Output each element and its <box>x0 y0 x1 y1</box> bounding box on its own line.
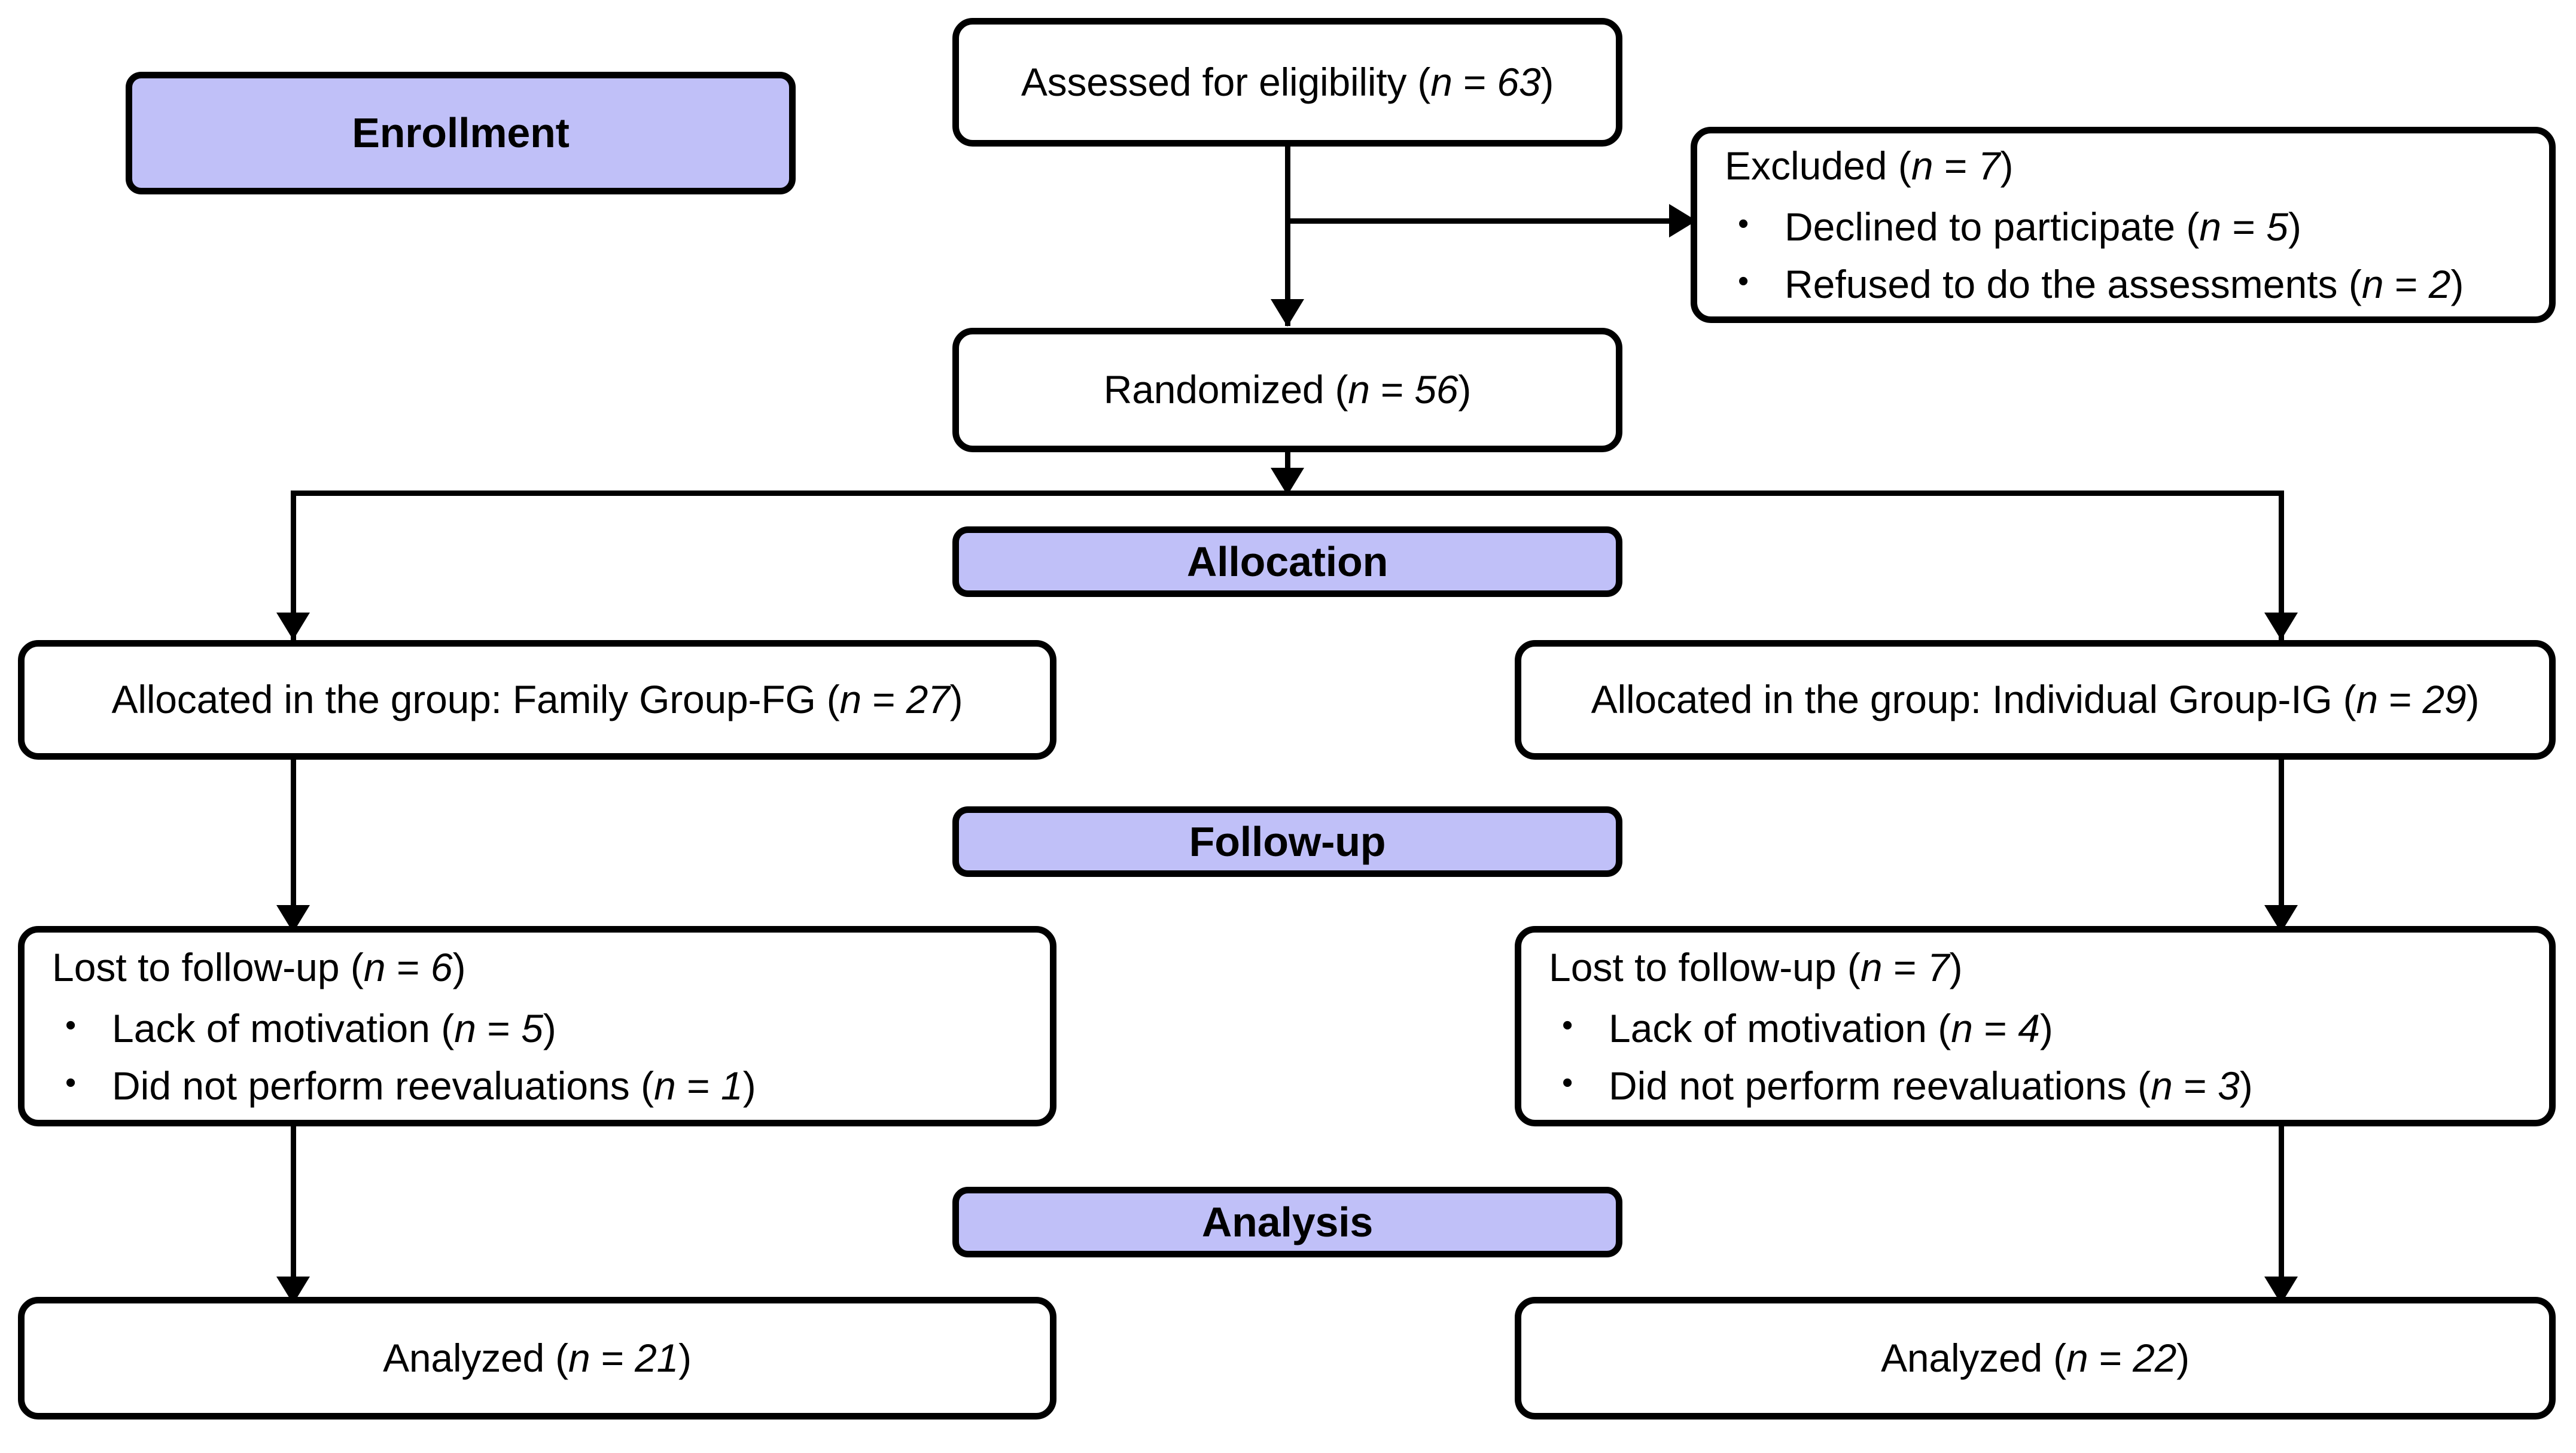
connector-allocation-to-followup-left <box>291 760 296 933</box>
connector-split-to-allocation-right <box>2279 491 2284 640</box>
lost-followup-right-reason-item: • Did not perform reevaluations (n = 3) <box>1549 1063 2537 1108</box>
assessed-for-eligibility-text: Assessed for eligibility (n = 63) <box>1021 59 1554 104</box>
node-allocated-family-group: Allocated in the group: Family Group-FG … <box>18 640 1056 760</box>
allocated-individual-group-text: Allocated in the group: Individual Group… <box>1591 677 2480 722</box>
excluded-reason-text: Declined to participate (n = 5) <box>1785 205 2301 249</box>
lost-followup-left-reason-item: • Lack of motivation (n = 5) <box>52 1006 1038 1051</box>
bullet-icon: • <box>1562 1007 1573 1043</box>
bullet-icon: • <box>1738 264 1749 298</box>
node-analyzed-left: Analyzed (n = 21) <box>18 1297 1056 1420</box>
node-randomized: Randomized (n = 56) <box>952 328 1622 452</box>
lost-followup-left-reason-item: • Did not perform reevaluations (n = 1) <box>52 1063 1038 1108</box>
arrowhead-allocation-right <box>2264 613 2298 640</box>
lost-followup-right-reason-text: Did not perform reevaluations (n = 3) <box>1609 1063 2253 1108</box>
stage-label-analysis-text: Analysis <box>1201 1198 1374 1245</box>
lost-followup-left-reason-text: Did not perform reevaluations (n = 1) <box>112 1063 756 1108</box>
lost-followup-right-body: Lost to follow-up (n = 7) • Lack of moti… <box>1521 945 2549 1108</box>
analyzed-left-text: Analyzed (n = 21) <box>383 1335 692 1380</box>
lost-followup-right-heading: Lost to follow-up (n = 7) <box>1549 945 1963 989</box>
excluded-reason-item: • Refused to do the assessments (n = 2) <box>1725 261 2537 307</box>
lost-followup-left-body: Lost to follow-up (n = 6) • Lack of moti… <box>25 945 1050 1108</box>
node-lost-to-followup-left: Lost to follow-up (n = 6) • Lack of moti… <box>18 926 1056 1126</box>
stage-label-analysis: Analysis <box>952 1187 1622 1257</box>
lost-followup-right-reason-item: • Lack of motivation (n = 4) <box>1549 1006 2537 1051</box>
excluded-reason-text: Refused to do the assessments (n = 2) <box>1785 262 2464 306</box>
arrowhead-allocation-left <box>276 613 310 640</box>
node-assessed-for-eligibility: Assessed for eligibility (n = 63) <box>952 18 1622 147</box>
excluded-body: Excluded (n = 7) • Declined to participa… <box>1697 143 2549 307</box>
node-analyzed-right: Analyzed (n = 22) <box>1515 1297 2556 1420</box>
connector-followup-to-analysis-right <box>2279 1126 2284 1303</box>
analyzed-right-text: Analyzed (n = 22) <box>1881 1335 2190 1380</box>
bullet-icon: • <box>65 1065 77 1100</box>
bullet-icon: • <box>65 1007 77 1043</box>
stage-label-enrollment-text: Enrollment <box>352 109 570 157</box>
stage-label-enrollment: Enrollment <box>126 72 796 194</box>
node-lost-to-followup-right: Lost to follow-up (n = 7) • Lack of moti… <box>1515 926 2556 1126</box>
excluded-reason-item: • Declined to participate (n = 5) <box>1725 204 2537 249</box>
stage-label-allocation: Allocation <box>952 526 1622 597</box>
stage-label-followup-text: Follow-up <box>1189 818 1386 865</box>
connector-assessed-to-randomized <box>1285 147 1290 326</box>
connector-split-to-allocation-left <box>291 491 296 640</box>
connector-followup-to-analysis-left <box>291 1126 296 1303</box>
lost-followup-right-reason-text: Lack of motivation (n = 4) <box>1609 1006 2053 1050</box>
node-excluded: Excluded (n = 7) • Declined to participa… <box>1691 127 2556 323</box>
bullet-icon: • <box>1562 1065 1573 1100</box>
bullet-icon: • <box>1738 206 1749 241</box>
connector-allocation-to-followup-right <box>2279 760 2284 933</box>
arrowhead-randomized-to-split <box>1271 468 1304 495</box>
arrowhead-assessed-to-randomized <box>1271 299 1304 327</box>
lost-followup-left-heading: Lost to follow-up (n = 6) <box>52 945 466 989</box>
randomized-text: Randomized (n = 56) <box>1103 367 1472 412</box>
connector-to-excluded <box>1285 218 1680 224</box>
node-allocated-individual-group: Allocated in the group: Individual Group… <box>1515 640 2556 760</box>
stage-label-allocation-text: Allocation <box>1186 538 1389 585</box>
excluded-heading: Excluded (n = 7) <box>1725 144 2014 188</box>
allocated-family-group-text: Allocated in the group: Family Group-FG … <box>111 677 963 722</box>
stage-label-followup: Follow-up <box>952 806 1622 877</box>
lost-followup-left-reason-text: Lack of motivation (n = 5) <box>112 1006 556 1050</box>
